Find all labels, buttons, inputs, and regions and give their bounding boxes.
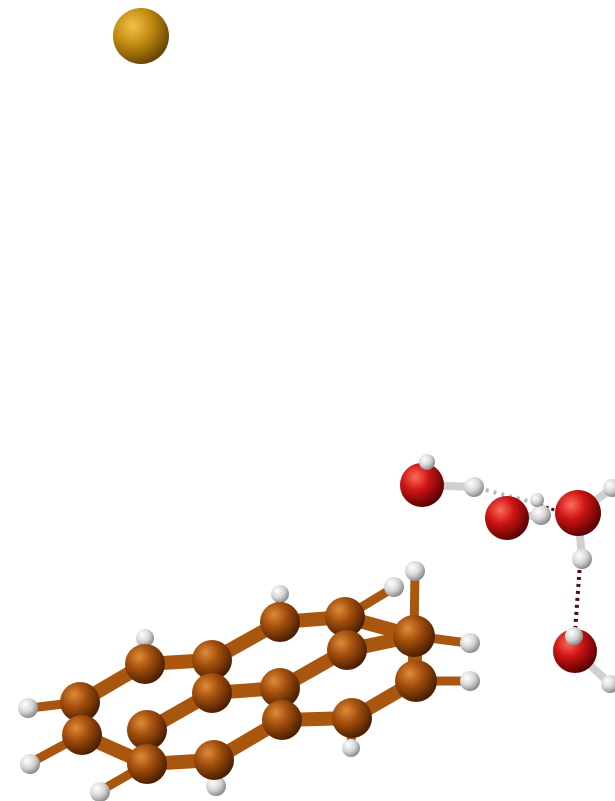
water-cluster — [400, 454, 615, 693]
hbond-light — [477, 486, 537, 505]
hydrogen-atoms — [18, 561, 480, 801]
carbon-bonds — [73, 610, 423, 771]
carbon-atoms — [60, 597, 437, 784]
metal-atom — [113, 8, 169, 64]
hbond-dark — [573, 562, 582, 633]
